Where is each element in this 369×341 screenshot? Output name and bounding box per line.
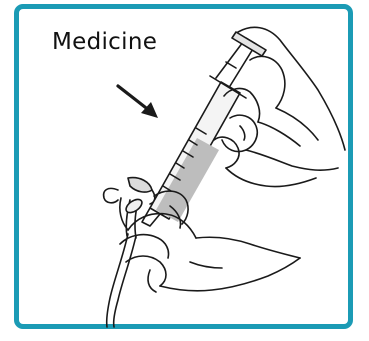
tube-port: [104, 178, 155, 230]
pointer-arrow: [118, 86, 158, 118]
syringe: [142, 32, 266, 226]
lower-hand: [120, 191, 300, 292]
upper-hand: [214, 27, 345, 186]
